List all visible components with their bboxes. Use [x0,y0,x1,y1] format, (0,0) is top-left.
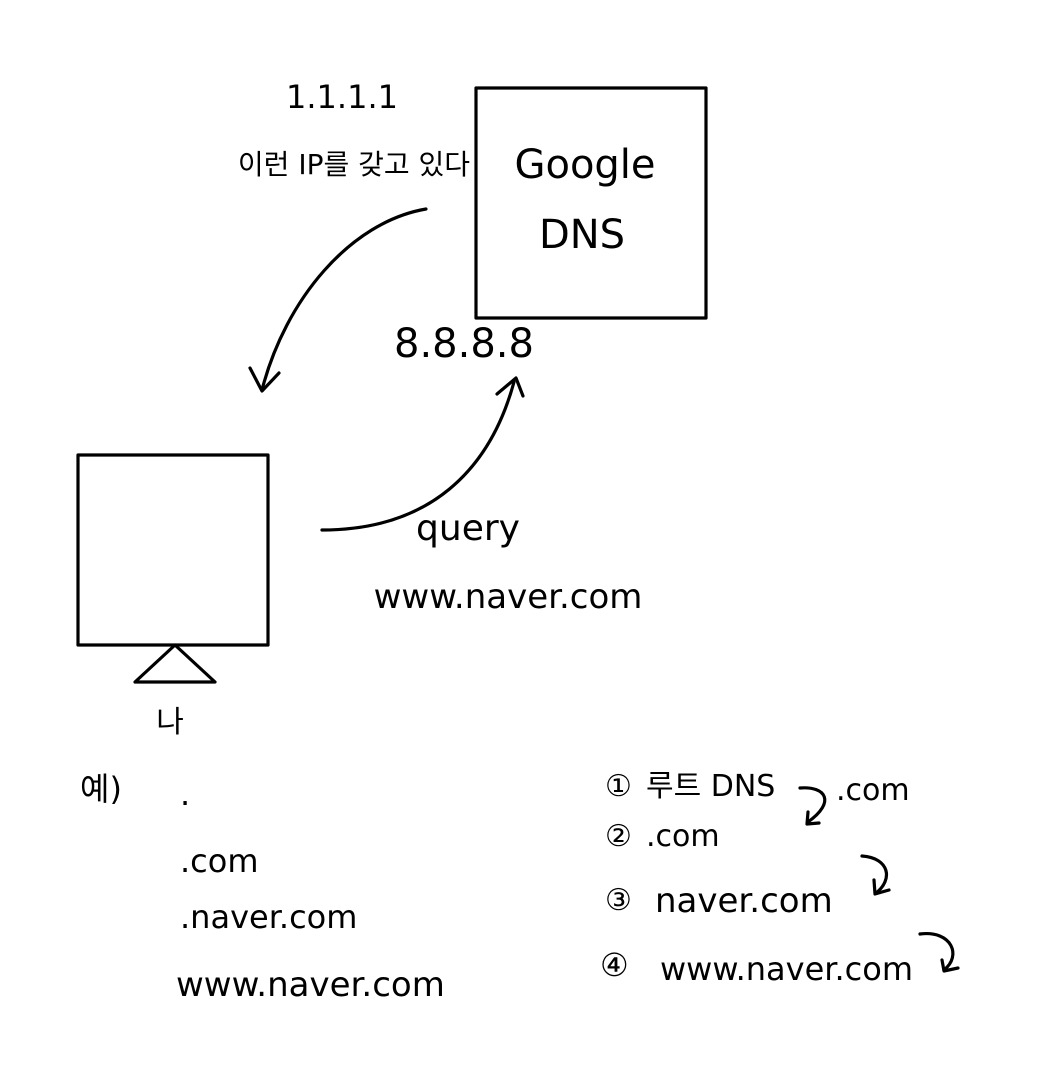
step1-return-arrow [798,786,827,824]
query-arrowhead [495,376,525,398]
step-3-text: naver.com [655,881,833,921]
response-arrow [260,207,428,392]
step-2-marker: ② [605,819,632,854]
query-arrow [320,380,516,532]
step-1-marker: ① [605,769,632,804]
client-label: 나 [156,705,184,740]
step3-return-arrowhead [940,958,960,973]
example-item-www-naver-com: www.naver.com [176,965,445,1005]
step-2-text: .com [646,819,720,854]
client-monitor-box [76,453,270,647]
example-item-naver-com: .naver.com [180,898,357,936]
response-arrowhead [248,366,281,393]
dns-server-box [474,86,708,320]
step-3-marker: ③ [605,883,632,918]
client-ip-note: 이런 IP를 갖고 있다 [238,148,470,181]
step-1-return: .com [836,773,910,808]
step-4-marker: ④ [600,946,629,984]
step1-return-arrowhead [805,810,821,826]
query-label: query [416,508,520,549]
step-1-text: 루트 DNS [646,769,775,804]
example-label: 예) [80,770,122,808]
step2-return-arrowhead [872,878,891,896]
step-4-text: www.naver.com [660,950,913,988]
step3-return-arrow [918,932,955,972]
client-ip: 1.1.1.1 [286,78,398,116]
step2-return-arrow [860,854,888,895]
monitor-stand [133,643,217,684]
server-name-line2: DNS [539,212,625,258]
server-ip: 8.8.8.8 [394,321,534,367]
query-domain: www.naver.com [374,577,643,617]
example-item-root: . [180,775,190,813]
example-item-com: .com [180,842,259,880]
server-name-line1: Google [514,142,655,188]
